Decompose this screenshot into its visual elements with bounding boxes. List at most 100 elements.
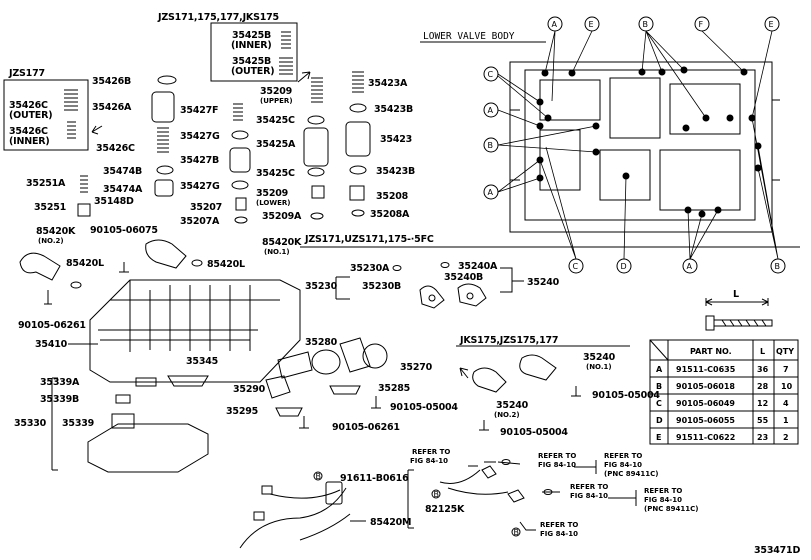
svg-text:B: B: [488, 141, 494, 150]
spring-35427F-icon: [233, 103, 243, 121]
label-35230: 35230: [305, 281, 338, 292]
arrow-icon: [91, 125, 103, 135]
label-no1-2: (NO.1): [586, 363, 612, 371]
label-35339A: 35339A: [40, 377, 80, 388]
bracket-35295-icon: [275, 407, 303, 417]
svg-text:E: E: [769, 20, 774, 29]
solenoid-35240-no1-icon: [519, 354, 557, 381]
o-ring-35474B-icon: [156, 165, 174, 175]
bracket-35230: [335, 276, 350, 300]
table-header-l: L: [760, 347, 765, 356]
label-85420M: 85420M: [370, 517, 411, 528]
o-ring-35209A-icon: [310, 212, 324, 220]
table-header-part: PART NO.: [690, 347, 732, 356]
svg-text:B: B: [775, 262, 781, 271]
label-35425B-inner: 35425B: [232, 30, 271, 41]
label-35240B: 35240B: [444, 272, 483, 283]
refer-r5-b: FIG 84-10: [644, 496, 682, 504]
label-35209-upper: 35209: [260, 86, 292, 97]
label-lower: (LOWER): [256, 199, 290, 207]
o-ring-35230A-icon: [392, 265, 402, 271]
svg-text:A: A: [687, 262, 693, 271]
note-jzs171-uzs: JZS171,UZS171,175-∙5FC: [304, 234, 434, 245]
spring-35251A-icon: [80, 175, 88, 193]
svg-text:E: E: [589, 20, 594, 29]
label-35426C: 35426C: [96, 143, 135, 154]
label-85420K-no2: 85420K: [36, 226, 76, 237]
bolt-icon-4: [479, 420, 489, 431]
o-ring-35426B-icon: [157, 75, 177, 85]
label-35285: 35285: [378, 383, 410, 394]
o-ring-35425C-icon: [307, 115, 325, 125]
refer-r3-b: FIG 84-10: [604, 461, 642, 469]
table-row-qty: 1: [783, 416, 789, 425]
label-35339: 35339: [62, 418, 94, 429]
bolt-icon: [371, 396, 381, 409]
label-no2: (NO.2): [38, 237, 64, 245]
label-35427G-a: 35427G: [180, 131, 220, 142]
label-35209-lower: 35209: [256, 188, 288, 199]
label-outer: (OUTER): [231, 66, 274, 77]
callout-B-icon-3: B: [770, 258, 786, 274]
label-35295: 35295: [226, 406, 258, 417]
callout-leaders: [497, 30, 779, 260]
o-ring-85420L-icon: [70, 281, 82, 289]
table-row-part: 90105-06055: [676, 416, 735, 425]
o-ring-35240A-icon: [440, 262, 450, 268]
label-35425C-b: 35425C: [256, 168, 295, 179]
bracket-35240: [500, 267, 524, 293]
table-row-l: 36: [757, 365, 769, 374]
refer-r6-a: REFER TO: [540, 521, 578, 529]
o-ring-refer-icon: [501, 459, 511, 465]
label-85420L-a: 85420L: [66, 258, 104, 269]
table-row-qty: 10: [781, 382, 793, 391]
callout-A-icon: A: [547, 16, 563, 32]
plug-35207-icon: [235, 197, 247, 211]
o-ring-35423B-icon: [349, 103, 367, 113]
callout-E-icon: E: [584, 16, 600, 32]
refer-leaders: [468, 460, 637, 531]
label-35208A: 35208A: [370, 209, 410, 220]
refer-r1-b: FIG 84-10: [410, 457, 448, 465]
label-35410: 35410: [35, 339, 68, 350]
spring-35426C-outer-icon: [64, 89, 78, 111]
table-row-key: C: [656, 399, 662, 408]
label-35280: 35280: [305, 337, 338, 348]
label-35425A: 35425A: [256, 139, 296, 150]
jzs177-note-box: [3, 79, 89, 151]
label-90105-06075: 90105-06075: [90, 225, 158, 236]
table-row-l: 55: [757, 416, 769, 425]
callout-B-icon-2: B: [483, 137, 499, 153]
spring-note-box: [210, 22, 298, 82]
callout-F-icon: F: [694, 16, 710, 32]
table-row-qty: 7: [783, 365, 789, 374]
solenoid-85420K-no1-icon: [145, 239, 187, 269]
label-35240: 35240: [527, 277, 560, 288]
label-90105-06261-b: 90105-06261: [332, 422, 400, 433]
o-ring-35425C-b-icon: [307, 167, 325, 177]
spring-35209-icon: [311, 77, 323, 103]
label-no1: (NO.1): [264, 248, 290, 256]
svg-text:B: B: [434, 490, 440, 499]
o-ring-35207A-icon: [234, 216, 248, 224]
arrow-icon-2: [297, 71, 311, 83]
svg-text:B: B: [0, 0, 6, 2]
refer-r2-a: REFER TO: [538, 452, 576, 460]
refer-r3-c: (PNC 89411C): [604, 470, 658, 478]
diagram-id: 353471D: [754, 545, 800, 556]
svg-text:B: B: [316, 472, 322, 481]
spring-35423A-icon: [352, 71, 364, 93]
label-90105-05004-c: 90105-05004: [500, 427, 568, 438]
spring-35426C-icon: [157, 127, 169, 153]
callout-B-icon: B: [638, 16, 654, 32]
label-35148D: 35148D: [94, 196, 134, 207]
solenoid-35230-icon: [419, 285, 445, 309]
valve-body-assembly-icon: [89, 279, 301, 383]
bracket-35345-icon: [167, 375, 209, 387]
plug-35427B-icon: [229, 147, 251, 173]
connector-b-icon-2: B: [431, 489, 441, 499]
label-35209A: 35209A: [262, 211, 302, 222]
lower-valve-body-drawing: [509, 61, 780, 233]
callout-A-icon-3: A: [483, 184, 499, 200]
